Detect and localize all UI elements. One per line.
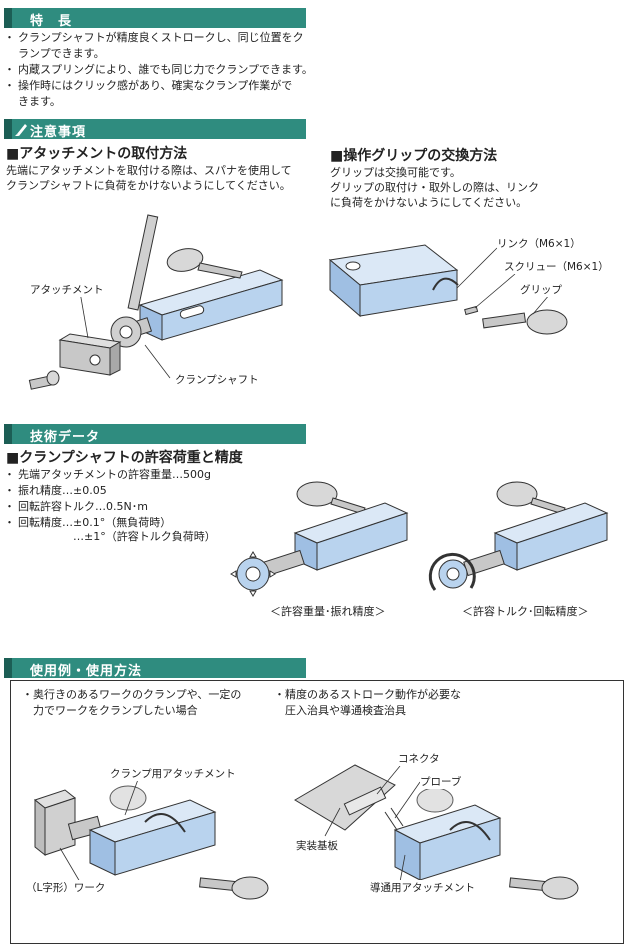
section-title: 特 長: [30, 14, 73, 29]
section-bar-tech: 技術データ: [4, 424, 306, 445]
feature-item: 内蔵スプリングにより、誰でも同じ力でクランプできます。: [4, 62, 313, 78]
load-accuracy-illustration: [230, 481, 409, 597]
usage-conduction-illustration: [294, 764, 579, 900]
label-probe: プローブ: [420, 774, 462, 789]
section-title: 使用例・使用方法: [30, 664, 143, 679]
spec-item: 先端アタッチメントの許容重量…500g: [4, 467, 211, 483]
label-board: 実装基板: [296, 838, 338, 853]
usage-right-text-1: ・精度のあるストローク動作が必要な: [274, 688, 461, 701]
label-screw: スクリュー（M6×1）: [504, 259, 609, 274]
section-bar-usage: 使用例・使用方法: [4, 658, 306, 679]
grip-text-2: グリップの取付け・取外しの際は、リンク: [330, 181, 539, 194]
grip-text-1: グリップは交換可能です。: [330, 166, 461, 179]
caption-torque-rotation: ＜許容トルク･回転精度＞: [462, 605, 589, 618]
feature-list: クランプシャフトが精度良くストロークし、同じ位置をク ランプできます。 内蔵スプ…: [4, 30, 313, 110]
grip-heading: ■操作グリップの交換方法: [330, 148, 498, 164]
usage-clamp-illustration: [33, 773, 269, 900]
section-bar-notes: 注意事項: [4, 119, 306, 140]
pencil-icon: [15, 124, 27, 136]
usage-right-text-2: 圧入治具や導通検査治具: [274, 704, 406, 717]
torque-rotation-illustration: [428, 481, 609, 591]
section-bar-features: 特 長: [4, 8, 306, 29]
grip-replace-illustration: [328, 244, 568, 335]
feature-item: ランプできます。: [18, 47, 105, 60]
spec-item: 回転精度…±0.1°（無負荷時）: [4, 515, 211, 531]
feature-item: 操作時にはクリック感があり、確実なクランプ作業がで: [4, 78, 313, 94]
label-attachment: アタッチメント: [30, 282, 104, 297]
spec-list: 先端アタッチメントの許容重量…500g 振れ精度…±0.05 回転許容トルク…0…: [4, 467, 211, 531]
usage-left-text-2: 力でワークをクランプしたい場合: [22, 704, 198, 717]
label-l-work: （L字形）ワーク: [26, 880, 106, 895]
label-clamp-attachment: クランプ用アタッチメント: [110, 766, 236, 781]
attach-text-2: クランプシャフトに負荷をかけないようにしてください。: [6, 179, 291, 192]
section-title: 技術データ: [30, 430, 101, 445]
label-conduction-attachment: 導通用アタッチメント: [370, 880, 475, 895]
usage-left-text-1: ・奥行きのあるワークのクランプや、一定の: [22, 688, 242, 701]
feature-item: クランプシャフトが精度良くストロークし、同じ位置をク: [4, 30, 313, 46]
attach-heading: ■アタッチメントの取付方法: [6, 146, 188, 162]
label-clamp-shaft: クランプシャフト: [175, 372, 259, 387]
section-title: 注意事項: [30, 125, 87, 140]
attach-text-1: 先端にアタッチメントを取付ける際は、スパナを使用して: [6, 164, 292, 177]
spec-item: 振れ精度…±0.05: [4, 483, 211, 499]
grip-text-3: に負荷をかけないようにしてください。: [330, 196, 528, 209]
caption-load-accuracy: ＜許容重量･振れ精度＞: [270, 605, 386, 618]
label-grip: グリップ: [520, 282, 562, 297]
spec-item: 回転許容トルク…0.5N･m: [4, 499, 211, 515]
usage-box: [10, 680, 624, 944]
attachment-install-illustration: [28, 214, 284, 390]
spec-cont: …±1°（許容トルク負荷時）: [73, 530, 216, 543]
label-connector: コネクタ: [398, 751, 440, 766]
label-link: リンク（M6×1）: [497, 236, 581, 251]
tech-heading: ■クランプシャフトの許容荷重と精度: [6, 450, 243, 466]
feature-item: きます。: [18, 95, 61, 108]
